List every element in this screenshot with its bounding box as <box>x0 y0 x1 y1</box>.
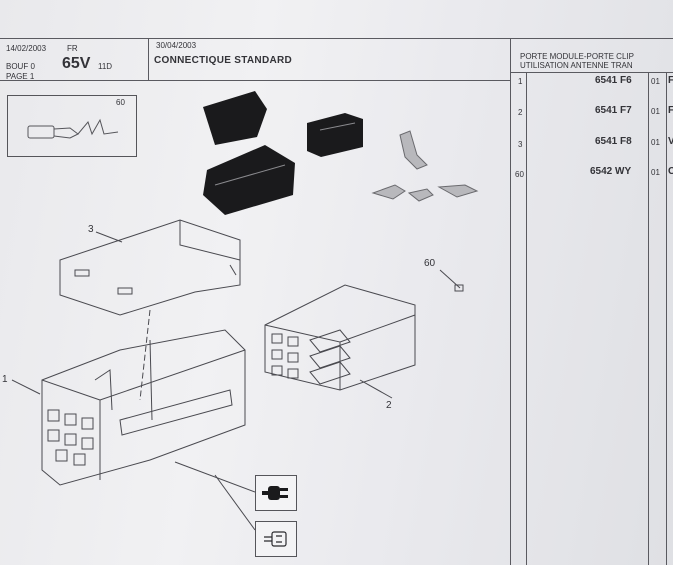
row-code: 01 <box>651 168 660 177</box>
thumbnail-label: 60 <box>116 98 125 107</box>
callout-3: 3 <box>88 224 94 235</box>
date-left: 14/02/2003 <box>6 44 47 53</box>
table-col-rule-3 <box>666 72 667 565</box>
page-label: PAGE 1 <box>6 72 35 81</box>
callout-1: 1 <box>2 374 8 385</box>
row-tail: F <box>668 75 673 86</box>
row-number: 3 <box>518 140 523 149</box>
plug-icon <box>262 486 288 500</box>
plug-symbol-box <box>255 475 297 511</box>
terminal-sketch <box>27 118 119 139</box>
bouf-label: BOUF 0 <box>6 62 35 71</box>
terminal-symbol-box <box>255 521 297 557</box>
row-reference: 6541 F8 <box>595 136 632 147</box>
table-header-rule <box>510 72 673 73</box>
table-header-line2: UTILISATION ANTENNE TRAN <box>520 61 633 70</box>
table-header-line1: PORTE MODULE-PORTE CLIP <box>520 52 634 61</box>
row-code: 01 <box>651 77 660 86</box>
connector-photo <box>203 91 479 215</box>
header-top-rule <box>0 38 673 39</box>
row-code: 01 <box>651 107 660 116</box>
terminal-thumbnail: 60 <box>7 95 137 157</box>
row-code: 01 <box>651 138 660 147</box>
callout-2: 2 <box>386 400 392 411</box>
table-col-rule-2 <box>648 72 649 565</box>
callout-60: 60 <box>424 258 436 269</box>
row-tail: F <box>668 105 673 116</box>
row-number: 2 <box>518 108 523 117</box>
row-reference: 6541 F7 <box>595 105 632 116</box>
date-right: 30/04/2003 <box>156 41 197 50</box>
model-suffix: 11D <box>98 62 113 71</box>
row-number: 60 <box>515 170 524 179</box>
row-reference: 6542 WY <box>590 166 632 177</box>
row-reference: 6541 F6 <box>595 75 632 86</box>
exploded-drawing: 3 60 1 2 <box>2 219 464 531</box>
header-divider <box>148 38 149 80</box>
language-code: FR <box>67 44 78 53</box>
model-code: 65V <box>62 55 91 72</box>
page-title: CONNECTIQUE STANDARD <box>154 55 293 66</box>
header-bottom-rule <box>0 80 510 81</box>
row-tail: C <box>668 166 673 177</box>
row-tail: V <box>668 136 673 147</box>
terminal-icon <box>264 531 287 547</box>
row-number: 1 <box>518 77 523 86</box>
table-left-rule <box>510 38 511 565</box>
table-col-rule-1 <box>526 72 527 565</box>
